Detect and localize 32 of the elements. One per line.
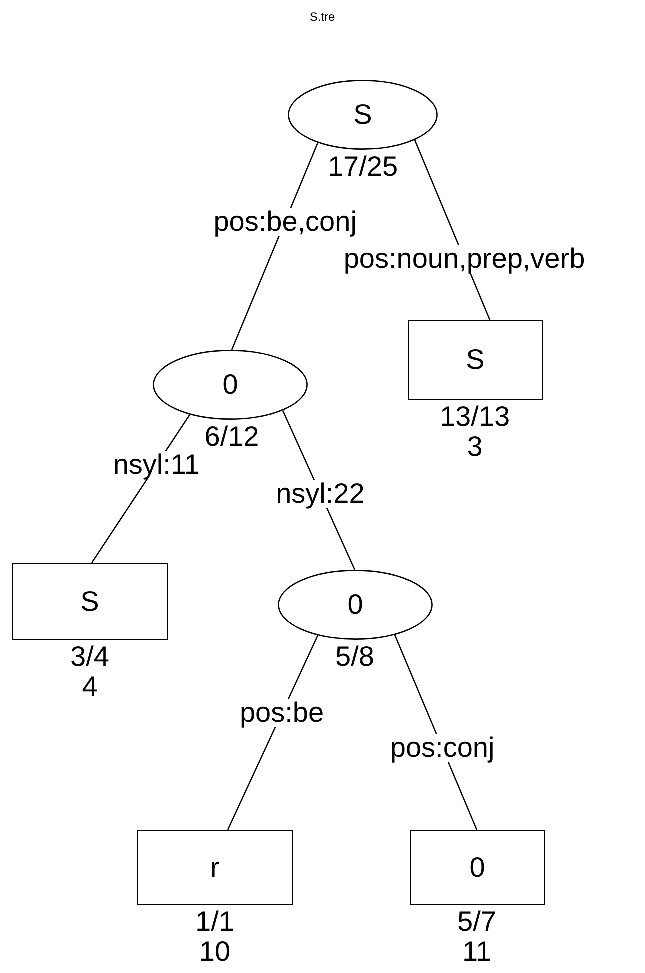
edge-label: pos:noun,prep,verb — [342, 244, 586, 273]
leaf-box — [408, 320, 543, 400]
node-label: 0 — [470, 854, 486, 882]
edge-label: nsyl:11 — [112, 451, 201, 480]
node-count: 5/7 — [458, 907, 496, 937]
node-count: 4 — [82, 672, 98, 702]
node-label: S — [80, 588, 100, 616]
node-label: S — [354, 101, 372, 129]
node-label: S — [466, 346, 485, 374]
node-label: 0 — [222, 371, 238, 399]
node-count: 17/25 — [328, 152, 398, 182]
node-count: 10 — [199, 937, 231, 967]
node-count: 6/12 — [204, 422, 260, 452]
node-label: 0 — [348, 591, 364, 619]
edge-label: pos:conj — [389, 734, 496, 762]
leaf-box — [12, 563, 168, 640]
decision-ellipse — [278, 570, 433, 640]
node-count: 5/8 — [336, 642, 374, 672]
decision-ellipse — [288, 80, 438, 150]
node-count: 13/13 — [440, 402, 510, 432]
node-label: r — [210, 854, 220, 882]
leaf-box — [137, 830, 293, 905]
leaf-box — [410, 830, 545, 905]
edge-label: pos:be,conj — [212, 208, 358, 236]
node-count: 11 — [462, 937, 492, 967]
node-count: 3/4 — [70, 642, 110, 672]
decision-ellipse — [153, 350, 308, 420]
edge-label: nsyl:22 — [275, 480, 366, 508]
node-count: 1/1 — [196, 907, 234, 937]
edge-label: pos:be — [238, 699, 326, 728]
node-count: 3 — [467, 432, 483, 462]
diagram-title: S.tre — [308, 10, 336, 24]
